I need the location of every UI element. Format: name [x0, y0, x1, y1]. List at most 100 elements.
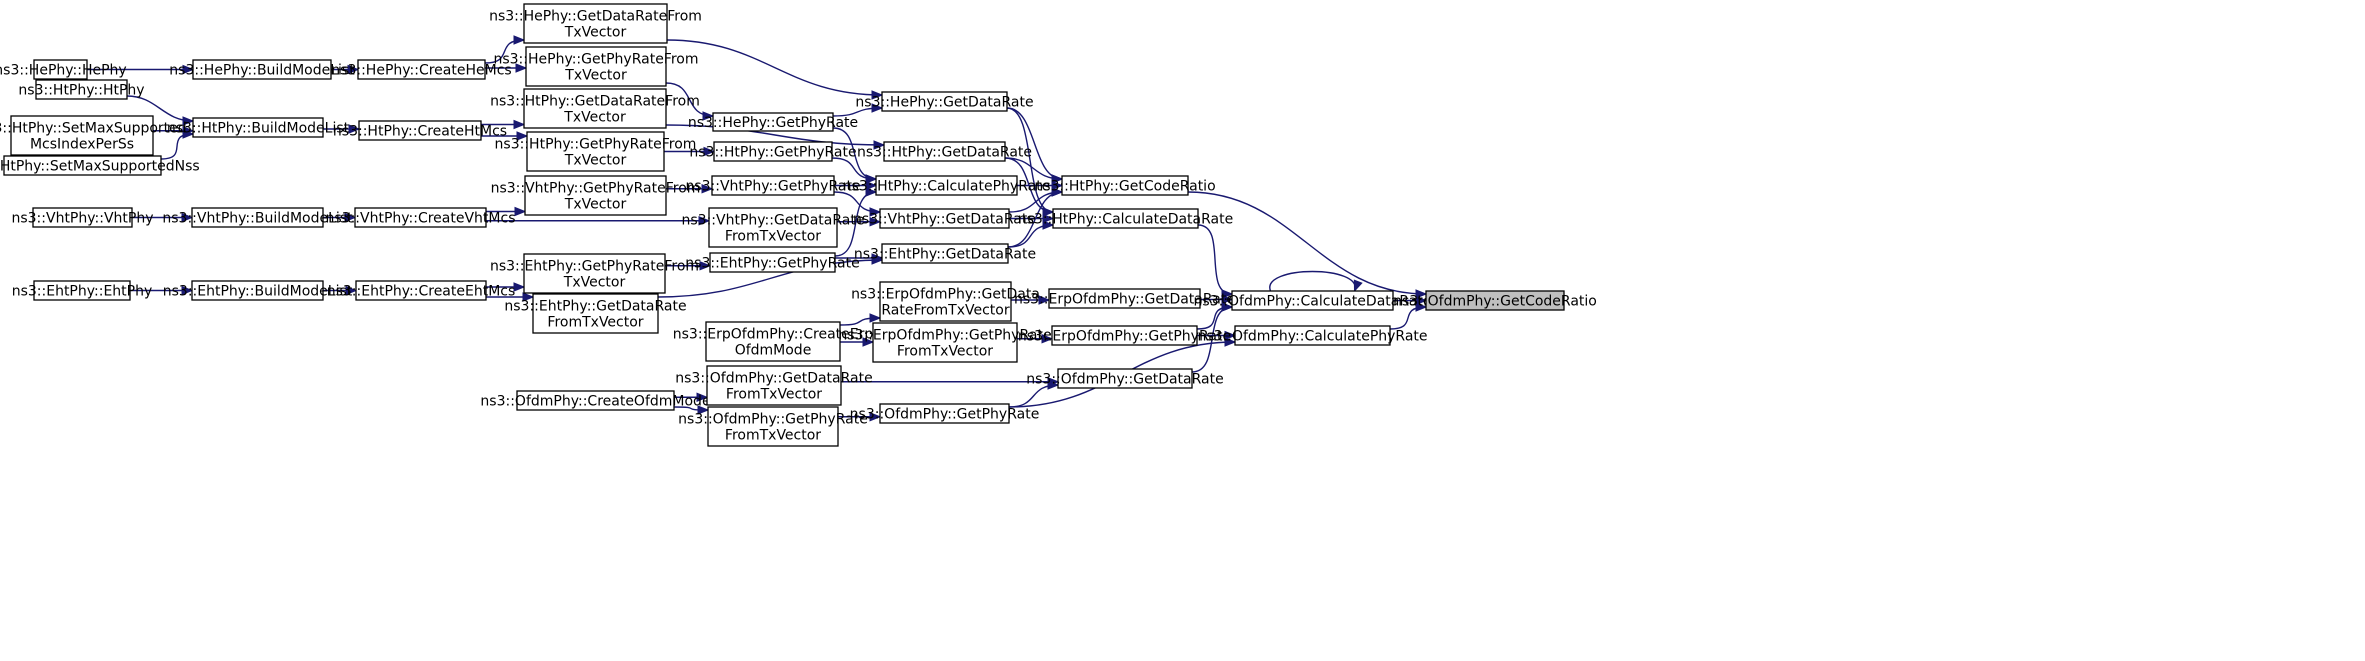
node-box [705, 321, 841, 362]
node-eht-gdr[interactable]: ns3::EhtPhy::GetDataRate [854, 243, 1036, 264]
node-box [711, 175, 835, 196]
arrowhead [347, 64, 360, 75]
arrowhead [871, 103, 884, 113]
node-ht-ctor[interactable]: ns3::HtPhy::HtPhy [18, 79, 145, 100]
node-box [358, 120, 482, 141]
node-ofdm-gpr[interactable]: ns3::OfdmPhy::GetPhyRate [850, 403, 1040, 424]
node-box [883, 141, 1006, 162]
node-ht-gdr[interactable]: ns3::HtPhy::GetDataRate [857, 141, 1032, 162]
node-label: ns3::HtPhy::GetCodeRatio [1034, 179, 1215, 195]
node-ht-bml[interactable]: ns3::HtPhy::BuildModeList [167, 117, 350, 138]
node-ht-smsnss[interactable]: ns3::HtPhy::SetMaxSupportedNss [0, 155, 200, 176]
edge-vht_gdrtx-vht_gdr [836, 217, 882, 227]
node-vht-gpr[interactable]: ns3::VhtPhy::GetPhyRate [685, 175, 861, 196]
node-vht-mcs[interactable]: ns3::VhtPhy::CreateVhtMcs [326, 207, 516, 228]
node-he-ctor[interactable]: ns3::HePhy::HePhy [0, 59, 127, 80]
edge-erp_gprtx-erp_gpr [1016, 334, 1054, 344]
node-ofdm-create[interactable]: ns3::OfdmPhy::CreateOfdmMode [480, 390, 711, 411]
edge-erp_gpr-ofdm_cpr [1197, 330, 1237, 341]
node-ht-gpr[interactable]: ns3::HtPhy::GetPhyRate [689, 141, 857, 162]
node-label: ns3::EhtPhy::GetPhyRate [685, 256, 859, 272]
node-box [35, 79, 128, 100]
node-eht-ctor[interactable]: ns3::EhtPhy::EhtPhy [12, 280, 153, 301]
arrowhead [1353, 279, 1363, 293]
node-label: ns3::ErpOfdmPhy::GetPhyRate [1018, 329, 1231, 345]
node-ofdm-cpr[interactable]: ns3::OfdmPhy::CalculatePhyRate [1197, 325, 1428, 346]
node-label: RateFromTxVector [881, 303, 1009, 319]
node-vht-bml[interactable]: ns3::VhtPhy::BuildModeList [162, 207, 353, 228]
node-label: McsIndexPerSs [30, 137, 134, 153]
node-label: ns3::HePhy::GetPhyRate [688, 115, 858, 131]
edge-ht_cdr-ofdm_cdr [1197, 224, 1234, 299]
edge-line [1389, 306, 1427, 330]
node-box [3, 155, 162, 176]
arrowhead [181, 285, 194, 296]
edge-he_bml-he_mcs [331, 64, 360, 75]
arrowhead [871, 255, 884, 265]
arrowhead [345, 285, 358, 296]
node-eht-mcs[interactable]: ns3::EhtPhy::CreateEhtMcs [327, 280, 516, 301]
node-label: ns3::EhtPhy::EhtPhy [12, 284, 153, 300]
node-label: ns3::HtPhy::GetPhyRate [689, 145, 856, 161]
node-vht-gdr[interactable]: ns3::VhtPhy::GetDataRate [853, 208, 1036, 229]
node-ofdm-cdr[interactable]: ns3::OfdmPhy::CalculateDataRate [1194, 290, 1432, 311]
arrowhead [871, 90, 884, 100]
node-eht-gpr[interactable]: ns3::EhtPhy::GetPhyRate [685, 252, 860, 273]
edge-line [666, 39, 883, 96]
arrowhead [869, 313, 882, 323]
node-he-gpr[interactable]: ns3::HePhy::GetPhyRate [688, 112, 858, 132]
node-box [875, 175, 1018, 196]
node-box [525, 46, 667, 87]
arrowhead [1415, 289, 1428, 299]
node-box [881, 243, 1009, 264]
edge-ofdm_create-ofdm_gprtx [673, 405, 710, 415]
node-ht-mcs[interactable]: ns3::HtPhy::CreateHtMcs [333, 120, 507, 141]
node-vht-ctor[interactable]: ns3::VhtPhy::VhtPhy [11, 207, 154, 228]
arrowhead [182, 64, 195, 75]
edge-ht_mcs-ht_gprtx [481, 131, 529, 141]
node-he-mcs[interactable]: ns3::HePhy::CreateHeMcs [331, 59, 512, 80]
node-box [33, 59, 88, 80]
node-erp-gpr[interactable]: ns3::ErpOfdmPhy::GetPhyRate [1018, 325, 1231, 346]
node-label: ns3::ErpOfdmPhy::GetData [851, 287, 1040, 303]
node-ofdm-gdr[interactable]: ns3::OfdmPhy::GetDataRate [1026, 368, 1224, 389]
arrowhead [1042, 207, 1055, 217]
node-ofdm-gcr[interactable]: ns3::OfdmPhy::GetCodeRatio [1393, 290, 1597, 311]
node-box [523, 3, 668, 44]
edge-layer [87, 35, 1428, 422]
edge-ht_gdrtx-ht_gdr [665, 124, 886, 150]
node-box [1425, 290, 1565, 311]
node-box [33, 280, 131, 301]
node-eht-bml[interactable]: ns3::EhtPhy::BuildModeList [163, 280, 353, 301]
node-label: TxVector [563, 110, 626, 126]
arrowhead [699, 261, 712, 271]
node-he-gdr[interactable]: ns3::HePhy::GetDataRate [855, 91, 1034, 112]
node-ht-cpr[interactable]: ns3::HtPhy::CalculatePhyRate [843, 175, 1051, 196]
node-erp-gdr[interactable]: ns3::ErpOfdmPhy::GetDataRate [1014, 288, 1235, 309]
node-ht-cdr[interactable]: ns3::HtPhy::CalculateDataRate [1018, 208, 1233, 229]
node-box [1051, 325, 1198, 346]
arrowhead [1042, 220, 1055, 230]
node-he-bml[interactable]: ns3::HePhy::BuildModeList [169, 59, 355, 80]
node-ht-gcr[interactable]: ns3::HtPhy::GetCodeRatio [1034, 175, 1216, 196]
arrowhead [516, 131, 529, 141]
node-label: ns3::VhtPhy::GetDataRate [853, 212, 1036, 228]
node-label: ns3::VhtPhy::GetDataRate [682, 213, 865, 229]
edge-vht_ctor-vht_bml [132, 212, 194, 223]
arrowhead [869, 217, 882, 227]
